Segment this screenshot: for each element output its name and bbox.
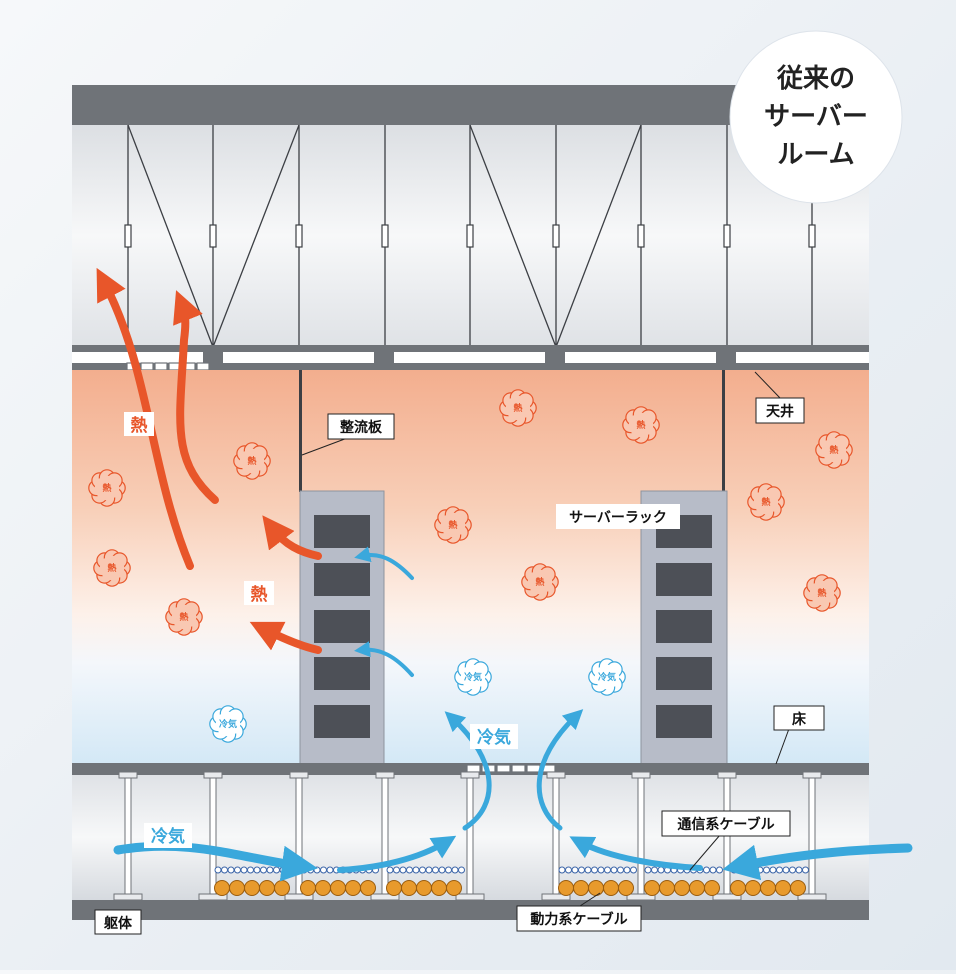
heat-puff: 熱	[499, 389, 537, 427]
heat-puff: 熱	[233, 442, 271, 480]
ceiling-panel	[72, 363, 869, 370]
svg-text:熱: 熱	[251, 584, 268, 605]
heat-puff: 熱	[88, 469, 126, 507]
heat-puff: 熱	[434, 506, 472, 544]
structural-slab	[72, 900, 869, 920]
cold-air-puffs: 冷気冷気冷気	[209, 658, 626, 743]
heat-puff: 熱	[165, 598, 203, 636]
svg-text:熱: 熱	[179, 611, 188, 623]
cold-flow-arrows-room	[354, 546, 414, 677]
heat-label-1: 熱	[124, 412, 154, 436]
cold-air-puff: 冷気	[588, 658, 626, 696]
label-server-rack: サーバーラック	[556, 504, 680, 529]
svg-text:熱: 熱	[102, 482, 111, 494]
cold-air-puff: 冷気	[454, 658, 492, 696]
badge-line1: 従来の	[776, 64, 855, 94]
svg-text:天井: 天井	[766, 403, 794, 420]
ceiling-beam-gap	[72, 352, 869, 363]
svg-text:熱: 熱	[817, 587, 826, 599]
svg-text:整流板: 整流板	[339, 419, 383, 436]
svg-text:熱: 熱	[636, 419, 645, 431]
svg-text:冷気: 冷気	[151, 826, 185, 847]
floor-pedestals	[113, 771, 827, 901]
cold-flow-arrows-underfloor	[113, 709, 913, 882]
baffle-right	[722, 370, 725, 492]
svg-text:熱: 熱	[761, 496, 770, 508]
svg-text:冷気: 冷気	[598, 671, 616, 683]
label-ceiling: 天井	[755, 397, 805, 424]
hanger-turnbuckles	[124, 224, 816, 248]
heat-puff: 熱	[622, 406, 660, 444]
svg-text:床: 床	[792, 711, 807, 728]
server-rack-left	[299, 490, 385, 766]
svg-text:熱: 熱	[513, 402, 522, 414]
leader-lines	[301, 371, 791, 907]
svg-text:熱: 熱	[247, 455, 256, 467]
svg-text:動力系ケーブル: 動力系ケーブル	[530, 911, 627, 928]
server-room-space	[72, 370, 869, 765]
label-floor: 床	[773, 705, 825, 731]
heat-label-2: 熱	[244, 581, 274, 605]
label-skeleton: 躯体	[94, 909, 142, 935]
svg-text:熱: 熱	[829, 444, 838, 456]
baffle-left	[299, 370, 302, 492]
svg-text:冷気: 冷気	[219, 718, 237, 730]
svg-text:冷気: 冷気	[477, 727, 511, 748]
cold-air-puff: 冷気	[209, 705, 247, 743]
cold-label-underfloor: 冷気	[144, 823, 192, 848]
svg-text:熱: 熱	[107, 562, 116, 574]
ceiling-beam	[72, 345, 869, 352]
ceiling-joints	[203, 352, 736, 363]
svg-text:通信系ケーブル: 通信系ケーブル	[677, 816, 774, 833]
heat-puff: 熱	[747, 483, 785, 521]
svg-text:サーバーラック: サーバーラック	[569, 510, 667, 526]
title-badge: 従来の サーバー ルーム	[729, 30, 903, 204]
cable-bundles	[214, 866, 809, 896]
server-rack-right	[640, 490, 728, 766]
badge-line3: ルーム	[777, 140, 854, 170]
svg-text:熱: 熱	[535, 576, 544, 588]
heat-puff: 熱	[93, 549, 131, 587]
heat-puff: 熱	[803, 574, 841, 612]
svg-text:熱: 熱	[448, 519, 457, 531]
svg-text:冷気: 冷気	[464, 671, 482, 683]
heat-puff: 熱	[815, 431, 853, 469]
heat-puff: 熱	[521, 563, 559, 601]
svg-text:熱: 熱	[131, 415, 148, 436]
cold-label-room: 冷気	[470, 724, 518, 749]
label-comm-cable: 通信系ケーブル	[661, 810, 791, 837]
label-baffle: 整流板	[327, 413, 395, 440]
badge-line2: サーバー	[764, 102, 868, 132]
label-power-cable: 動力系ケーブル	[516, 905, 642, 932]
svg-text:躯体: 躯体	[103, 915, 133, 932]
